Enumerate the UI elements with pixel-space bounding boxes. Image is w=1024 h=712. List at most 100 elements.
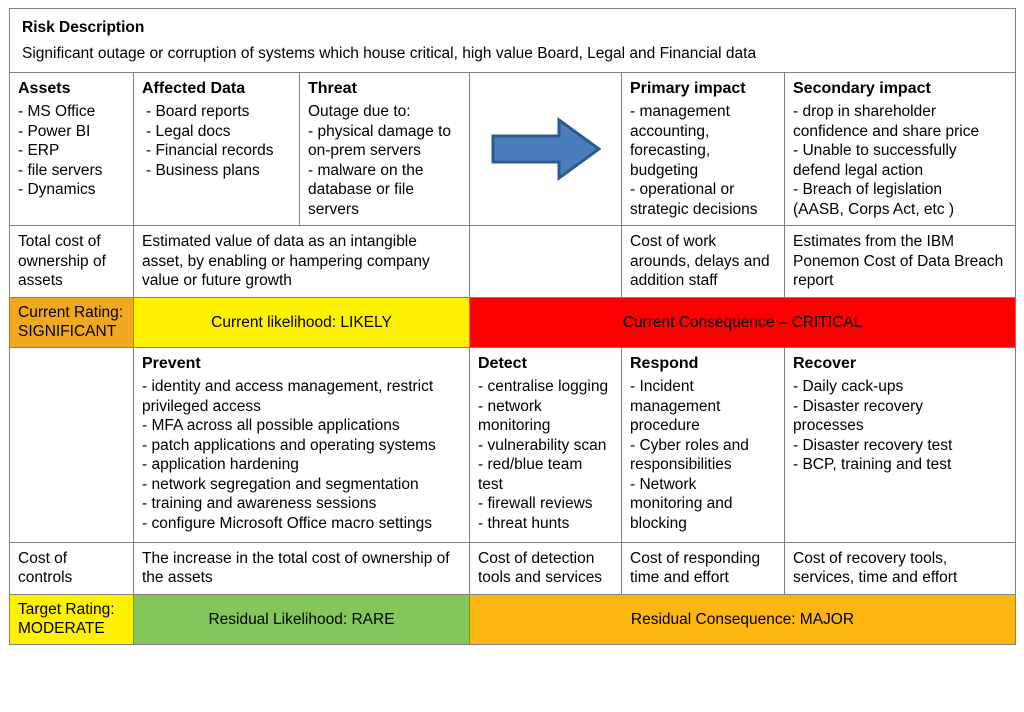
- list-line: strategic decisions: [630, 200, 758, 218]
- list-line: management: [630, 397, 721, 415]
- list-line: - malware on the: [308, 161, 424, 179]
- list-line: - vulnerability scan: [478, 436, 607, 454]
- list-line: - drop in shareholder: [793, 103, 937, 121]
- risk-description-text-row: Significant outage or corruption of syst…: [9, 40, 1016, 74]
- prevent-list: - identity and access management, restri…: [142, 377, 461, 533]
- cell-recover: Recover - Daily cack-ups - Disaster reco…: [784, 346, 1016, 543]
- context-row: Assets - MS Office- Power BI- ERP- file …: [9, 72, 1016, 227]
- list-line: monitoring and: [630, 495, 733, 513]
- assets-list: - MS Office- Power BI- ERP- file servers…: [18, 102, 125, 200]
- risk-description-title: Risk Description: [9, 7, 1016, 41]
- cost-of-controls-respond: Cost of responding time and effort: [621, 541, 785, 595]
- list-line: - configure Microsoft Office macro setti…: [142, 514, 433, 532]
- cost-of-ownership-label: Total cost of ownership of assets: [9, 225, 134, 298]
- cost-of-ownership-primary: Cost of work arounds, delays and additio…: [621, 225, 785, 298]
- secondary-impact-heading: Secondary impact: [793, 80, 931, 98]
- list-line: - ERP: [18, 142, 60, 160]
- target-rating-row: Target Rating: MODERATE Residual Likelih…: [9, 593, 1016, 645]
- current-consequence-bar: Current Consequence – CRITICAL: [469, 296, 1016, 348]
- cost-of-controls-row: Cost of controls The increase in the tot…: [9, 541, 1016, 595]
- list-line: - patch applications and operating syste…: [142, 436, 436, 454]
- target-rating-badge: Target Rating: MODERATE: [9, 593, 134, 645]
- list-line: - Disaster recovery test: [793, 436, 953, 454]
- list-line: - Financial records: [146, 142, 274, 160]
- controls-blank: [9, 346, 134, 543]
- cell-threat: Threat Outage due to:- physical damage t…: [299, 72, 470, 227]
- current-rating-badge: Current Rating: SIGNIFICANT: [9, 296, 134, 348]
- cost-of-ownership-blank: [469, 225, 622, 298]
- list-line: - Disaster recovery: [793, 397, 924, 415]
- list-line: - MS Office: [18, 103, 96, 121]
- list-line: on-prem servers: [308, 142, 421, 160]
- list-line: - Daily cack-ups: [793, 378, 904, 396]
- list-line: responsibilities: [630, 456, 732, 474]
- list-line: - Unable to successfully: [793, 142, 957, 160]
- risk-description-row: Risk Description: [9, 7, 1016, 41]
- list-line: - Legal docs: [146, 122, 231, 140]
- list-line: - Incident: [630, 378, 694, 396]
- list-line: - management: [630, 103, 730, 121]
- cost-of-controls-recover: Cost of recovery tools, services, time a…: [784, 541, 1016, 595]
- list-line: - Network: [630, 475, 697, 493]
- list-line: - threat hunts: [478, 514, 570, 532]
- list-line: - physical damage to: [308, 122, 452, 140]
- list-line: - Board reports: [146, 103, 250, 121]
- list-line: - MFA across all possible applications: [142, 417, 400, 435]
- list-line: budgeting: [630, 161, 699, 179]
- prevent-heading: Prevent: [142, 354, 201, 372]
- list-line: - Business plans: [146, 161, 260, 179]
- list-line: - red/blue team: [478, 456, 583, 474]
- list-line: - network segregation and segmentation: [142, 475, 419, 493]
- list-line: defend legal action: [793, 161, 924, 179]
- list-line: - file servers: [18, 161, 103, 179]
- cell-arrow: [469, 72, 622, 227]
- list-line: - application hardening: [142, 456, 299, 474]
- list-line: - BCP, training and test: [793, 456, 952, 474]
- list-line: servers: [308, 200, 359, 218]
- cost-of-controls-label: Cost of controls: [9, 541, 134, 595]
- list-line: privileged access: [142, 397, 261, 415]
- list-line: - Breach of legislation: [793, 181, 943, 199]
- list-line: accounting,: [630, 122, 710, 140]
- cell-prevent: Prevent - identity and access management…: [133, 346, 470, 543]
- list-line: monitoring: [478, 417, 551, 435]
- list-line: database or file: [308, 181, 414, 199]
- list-line: processes: [793, 417, 864, 435]
- cost-of-ownership-row: Total cost of ownership of assets Estima…: [9, 225, 1016, 298]
- list-line: - training and awareness sessions: [142, 495, 377, 513]
- list-line: - Dynamics: [18, 181, 96, 199]
- cost-of-ownership-secondary: Estimates from the IBM Ponemon Cost of D…: [784, 225, 1016, 298]
- respond-heading: Respond: [630, 354, 699, 372]
- list-line: forecasting,: [630, 142, 711, 160]
- threat-list: Outage due to:- physical damage to on-pre…: [308, 102, 461, 219]
- list-line: - centralise logging: [478, 378, 609, 396]
- assets-heading: Assets: [18, 80, 71, 98]
- current-likelihood-bar: Current likelihood: LIKELY: [133, 296, 470, 348]
- risk-matrix-table: Risk Description Significant outage or c…: [9, 7, 1016, 645]
- cost-of-ownership-value: Estimated value of data as an intangible…: [133, 225, 470, 298]
- residual-likelihood-bar: Residual Likelihood: RARE: [133, 593, 470, 645]
- list-line: procedure: [630, 417, 700, 435]
- recover-heading: Recover: [793, 354, 857, 372]
- detect-heading: Detect: [478, 354, 527, 372]
- affected-data-heading: Affected Data: [142, 80, 246, 98]
- list-line: - network: [478, 397, 542, 415]
- list-line: blocking: [630, 514, 687, 532]
- current-rating-row: Current Rating: SIGNIFICANT Current like…: [9, 296, 1016, 348]
- list-line: (AASB, Corps Act, etc ): [793, 200, 955, 218]
- list-line: - operational or: [630, 181, 735, 199]
- list-line: - identity and access management, restri…: [142, 378, 434, 396]
- right-arrow-icon: [491, 116, 602, 182]
- list-line: Outage due to:: [308, 103, 411, 121]
- risk-description-text: Significant outage or corruption of syst…: [9, 40, 1016, 74]
- cost-of-controls-detect: Cost of detection tools and services: [469, 541, 622, 595]
- cell-detect: Detect - centralise logging- network moni…: [469, 346, 622, 543]
- cost-of-controls-prevent: The increase in the total cost of owners…: [133, 541, 470, 595]
